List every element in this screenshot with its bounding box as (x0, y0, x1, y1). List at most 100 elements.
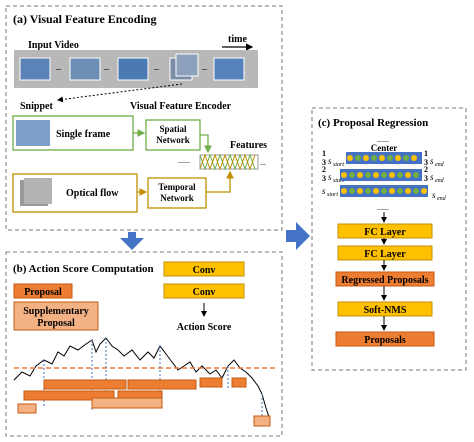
video-frame (213, 57, 245, 81)
feature-cell (387, 155, 393, 161)
feature-cell (349, 188, 355, 194)
panel-c-border (311, 107, 467, 371)
feature-cell (349, 172, 355, 178)
feature-cell (405, 188, 411, 194)
fc-layer-2 (337, 245, 433, 261)
feature-cell (381, 188, 387, 194)
single-frame-image (16, 120, 50, 146)
video-frames (19, 53, 245, 81)
send-2: s (430, 172, 434, 182)
strip-dash: – (201, 64, 208, 75)
proposal-legend (13, 283, 73, 299)
temporal-line1: Temporal (158, 182, 196, 192)
sstart-3-sub: start (327, 192, 338, 198)
proposal-bar (231, 377, 247, 388)
snippet-label: Snippet (20, 101, 53, 112)
feature-cell (357, 172, 363, 178)
frac2-den-right: 3 (424, 174, 428, 183)
feature-cell (341, 172, 347, 178)
feature-cell (397, 188, 403, 194)
send-3: s (432, 190, 436, 200)
sstart-1-sub: start (333, 162, 344, 168)
center-label: Center (371, 143, 398, 153)
regressed-label: Regressed Proposals (341, 275, 428, 286)
proposals-box (335, 331, 435, 347)
single-frame-label: Single frame (56, 129, 111, 140)
feature-cell (373, 172, 379, 178)
frac1-num-left: 1 (322, 149, 326, 158)
proposals-label: Proposals (364, 335, 406, 346)
optical-flow-label: Optical flow (66, 188, 119, 199)
send-1: s (430, 156, 434, 166)
feature-cell (363, 155, 369, 161)
feature-cell (421, 188, 427, 194)
feature-cell (403, 155, 409, 161)
supp-line2: Proposal (37, 318, 75, 329)
panel-a-border (5, 5, 283, 231)
features-dots: ...... (178, 156, 190, 165)
feature-cell (389, 172, 395, 178)
fc-label-2: FC Layer (364, 249, 406, 260)
sstart-2-sub: start (333, 178, 344, 184)
feature-cell (365, 172, 371, 178)
feature-cell (389, 188, 395, 194)
frac1-den-right: 3 (424, 158, 428, 167)
right-arrow-icon (286, 222, 310, 250)
fc-layer-1 (337, 223, 433, 239)
send-3-sub: end (437, 196, 447, 202)
fc-label-1: FC Layer (364, 227, 406, 238)
video-frame (69, 57, 101, 81)
feature-cell (365, 188, 371, 194)
frac2-num-right: 2 (424, 165, 428, 174)
snippet-arrow (57, 83, 183, 103)
frac1-den-left: 3 (322, 158, 326, 167)
bottom-dots: ...... (377, 203, 389, 212)
strip-dash: – (153, 64, 160, 75)
feature-cell (395, 155, 401, 161)
supplementary-bar (17, 403, 37, 414)
panel-proposal-regression: (c) Proposal Regression ...... Center 1 … (311, 107, 467, 371)
feature-cell (413, 188, 419, 194)
frac2-num-left: 2 (322, 165, 326, 174)
strip-dash: – (103, 64, 110, 75)
panel-visual-feature-encoding: (a) Visual Feature Encoding Input Video … (5, 5, 283, 231)
features-label: Features (230, 140, 267, 151)
panel-action-score: (b) Action Score Computation Proposal Su… (5, 251, 283, 437)
conv-label-2: Conv (193, 287, 216, 298)
send-1-sub: end (435, 162, 445, 168)
soft-nms-label: Soft-NMS (364, 305, 407, 316)
soft-nms-box (337, 301, 433, 317)
feature-cell (411, 155, 417, 161)
send-2-sub: end (435, 178, 445, 184)
top-dots: ...... (377, 135, 389, 144)
input-video-label: Input Video (28, 40, 79, 51)
feature-cell (379, 155, 385, 161)
regressed-proposals-box (335, 271, 435, 287)
action-score-label: Action Score (177, 322, 232, 333)
action-score-curve (13, 337, 271, 421)
proposal-bar (127, 379, 197, 390)
video-frame (117, 57, 149, 81)
feature-cell (373, 188, 379, 194)
feature-cell (381, 172, 387, 178)
feature-zigzag-olive (199, 153, 256, 171)
sstart-3: s (322, 186, 326, 196)
conv-box-2 (163, 283, 245, 299)
spatial-line2: Network (156, 135, 190, 145)
spatial-line1: Spatial (159, 124, 187, 134)
feature-vector (199, 153, 259, 171)
time-label: time (228, 34, 247, 45)
spatial-network-box (145, 119, 201, 151)
supp-line1: Supplementary (23, 306, 89, 317)
sstart-2: s (328, 172, 332, 182)
optical-flow-image (24, 178, 52, 204)
feature-cell (355, 155, 361, 161)
panel-b-border (5, 251, 283, 437)
video-frame (19, 57, 51, 81)
temporal-to-features-arrow (206, 170, 234, 193)
proposal-bar (43, 379, 127, 390)
feature-cell (413, 172, 419, 178)
encoder-label: Visual Feature Encoder (130, 101, 232, 112)
feature-cell (371, 155, 377, 161)
proposal-legend-label: Proposal (24, 287, 62, 298)
